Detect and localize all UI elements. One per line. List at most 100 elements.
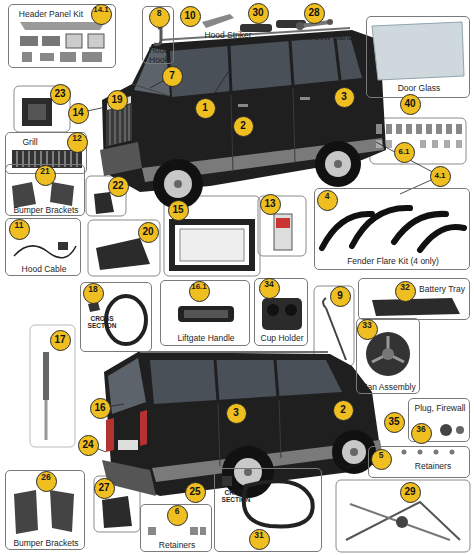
callout-number: 17 [51,331,70,349]
callout-number: 1 [196,99,215,117]
callout-number: 29 [401,483,420,501]
part-panel: Fan Assembly 33 [356,318,420,394]
part-label: Bumper Brackets [6,205,86,215]
callout-circle: 19 [107,90,128,111]
callout-number: 6.1 [395,143,414,161]
part-panel: CROSS SECTION 31 [214,468,322,552]
callout-circle: 31 [249,529,270,550]
callout-number: 14.1 [92,5,111,15]
part-label: Battery Tray [415,284,469,294]
callout-number: 26 [37,472,56,482]
callout-circle: 40 [400,94,421,115]
callout-circle: 6 [167,505,188,526]
part-label: Grill [10,137,50,147]
callout-number: 14 [69,104,88,122]
callout-number: 25 [186,483,205,501]
callout-number: 40 [401,95,420,113]
callout-circle: 4.1 [430,166,451,187]
callout-number: 6 [168,506,187,516]
callout-circle: 8 [149,7,170,28]
part-label: CROSS SECTION [217,489,255,503]
callout-circle: 18 [83,283,104,304]
callout-number: 34 [260,279,279,289]
callout-number: 35 [385,413,404,431]
callout-circle: 16.1 [189,281,210,302]
callout-number: 16 [91,399,110,417]
callout-circle: 24 [78,435,99,456]
part-label: CROSS SECTION [83,315,121,329]
callout-circle: 23 [50,84,71,105]
part-panel: Battery Tray32 [358,278,470,320]
callout-circle: 32 [395,281,416,302]
part-label: Hood Striker [198,30,258,40]
callout-number: 15 [169,201,188,219]
part-label: Door Glass [367,83,471,93]
callout-circle: 26 [36,471,57,492]
part-panel: Retainers 5 [368,446,470,478]
part-panel: Header Panel Kit14.1 [8,4,116,68]
callout-circle: 34 [259,278,280,299]
callout-circle: 36 [411,423,432,444]
callout-circle: 12 [67,132,88,153]
part-panels [14,86,470,552]
callout-circle: 29 [400,482,421,503]
callout-number: 9 [331,287,350,305]
callout-number: 2 [234,117,253,135]
callout-circle: 27 [94,478,115,499]
callout-number: 22 [109,177,128,195]
callout-circle: 35 [384,412,405,433]
callout-number: 36 [412,424,431,434]
part-label: Hood Cable [6,264,82,274]
callout-number: 16.1 [190,282,209,292]
part-label: Fan Assembly [357,382,421,392]
part-label: Retainers [397,461,469,471]
callout-circle: 15 [168,200,189,221]
callout-number: 27 [95,479,114,497]
callout-number: 20 [139,223,158,241]
part-panel: Door Glass [366,16,470,98]
callout-circle: 2 [333,400,354,421]
callout-circle: 2 [233,116,254,137]
part-panel: Fender Flare Kit (4 only)4 [314,188,470,270]
callout-circle: 20 [138,222,159,243]
callout-circle: 14.1 [91,4,112,25]
part-label: Fender Flare Kit (4 only) [315,256,471,266]
callout-number: 2 [334,401,353,419]
callout-number: 23 [51,85,70,103]
callout-number: 24 [79,436,98,454]
callout-circle: 10 [180,6,201,27]
callout-number: 3 [335,88,354,106]
callout-number: 3 [227,404,246,422]
callout-number: 32 [396,282,415,292]
part-label: Window Handle [296,32,364,42]
callout-circle: 7 [162,66,183,87]
callout-number: 18 [84,284,103,294]
callout-number: 21 [36,166,55,176]
part-label: Plug, Firewall [409,403,471,413]
callout-number: 8 [150,8,169,18]
callout-circle: 22 [108,176,129,197]
callout-circle: 9 [330,286,351,307]
part-label: Liftgate Handle [161,333,251,343]
part-panel: Liftgate Handle 16.1 [160,280,250,346]
callout-circle: 25 [185,482,206,503]
callout-circle: 21 [35,165,56,186]
callout-circle: 16 [90,398,111,419]
part-panel: Hood Cable 11 [5,218,81,276]
part-panel: Bumper Brackets26 [5,470,85,550]
callout-number: 4.1 [431,167,450,185]
part-label: Cup Holder [255,333,309,343]
callout-circle: 14 [68,103,89,124]
part-label: Header Panel Kit [11,9,91,19]
part-panel: Plug, Firewall 36 [408,398,470,442]
callout-number: 28 [305,4,324,22]
callout-circle: 1 [195,98,216,119]
callout-circle: 30 [248,3,269,24]
callout-circle: 28 [304,3,325,24]
callout-number: 33 [358,320,377,330]
callout-number: 12 [68,133,87,143]
callout-circle: 17 [50,330,71,351]
callout-number: 5 [372,450,391,460]
callout-number: 11 [10,220,29,230]
